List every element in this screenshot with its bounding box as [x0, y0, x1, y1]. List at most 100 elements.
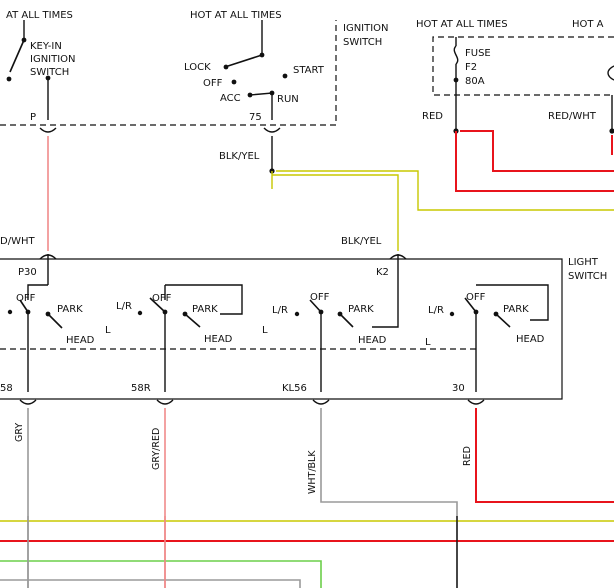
s1-left-dot	[7, 309, 13, 315]
light-switch-title-2: SWITCH	[568, 271, 607, 282]
pin-30-label: 30	[452, 383, 465, 394]
s2-park-label: PARK	[192, 304, 218, 315]
key-in-label-2: IGNITION	[30, 54, 76, 65]
s4-head-label: HEAD	[516, 334, 545, 345]
wire-label-gry: GRY	[14, 423, 25, 442]
fuse-hot-label-2: HOT A	[572, 19, 604, 30]
pin-kl56-label: KL56	[282, 383, 307, 394]
start-label: START	[293, 65, 325, 76]
s2-blade	[149, 297, 166, 313]
ignition-title: IGNITION	[343, 23, 389, 34]
s1-head-label: HEAD	[66, 335, 95, 346]
s4-off-label: OFF	[466, 292, 486, 303]
light-switch-block: LIGHT SWITCH P30 K2 OFF PARK HEAD OFF L/…	[0, 257, 607, 400]
s1-head-blade	[47, 313, 63, 329]
s4-lr-label: L/R	[428, 305, 444, 316]
wire-label-red-wht-left: D/WHT	[0, 236, 35, 247]
wire-label-blk-yel-2: BLK/YEL	[341, 236, 382, 247]
fuse-hot-label: HOT AT ALL TIMES	[416, 19, 508, 30]
ignition-dashed-frame	[0, 20, 337, 126]
s3-off-label: OFF	[310, 292, 330, 303]
wire-label-gry-red: GRY/RED	[151, 428, 162, 470]
fuse-number: F2	[465, 62, 477, 73]
wire-label-wht-blk: WHT/BLK	[307, 450, 318, 494]
s1-feed	[27, 284, 48, 300]
s2-park-bus	[165, 284, 243, 315]
ign-run-wire	[249, 92, 273, 120]
connector-75	[263, 127, 281, 133]
fuse-symbol-2	[607, 65, 614, 81]
s1-park-label: PARK	[57, 304, 83, 315]
s2-lr-dot	[137, 310, 143, 316]
s3-lr-label: L/R	[272, 305, 288, 316]
wire-green	[0, 560, 322, 588]
pin-75-label: 75	[249, 112, 262, 123]
pin-58r-label: 58R	[131, 383, 151, 394]
pin-p-label: P	[30, 112, 36, 123]
wire-gray-bottom	[0, 579, 301, 588]
connector-p	[39, 127, 57, 133]
s4-blade	[464, 297, 477, 313]
ignition-contact	[227, 54, 263, 67]
s4-park-bus	[476, 284, 549, 321]
key-in-label-3: SWITCH	[30, 67, 69, 78]
key-in-dot-3	[45, 75, 51, 81]
fuse-symbol	[453, 45, 459, 65]
ign-dot-off	[231, 79, 237, 85]
ignition-title-2: SWITCH	[343, 37, 382, 48]
fuse-amps: 80A	[465, 76, 485, 87]
light-switch-frame	[0, 258, 563, 400]
s2-head-blade	[184, 313, 201, 328]
ignition-switch-block: KEY-IN IGNITION SWITCH IGNITION SWITCH L…	[0, 20, 389, 126]
s4-lr-dot	[449, 311, 455, 317]
connector-kl56	[312, 399, 330, 405]
connector-58r	[156, 399, 174, 405]
s3-park-label: PARK	[348, 304, 374, 315]
s1-blade	[19, 299, 29, 313]
wire-red-fuse	[455, 130, 614, 192]
s3-blade	[309, 299, 322, 313]
pin-58-label: 58	[0, 383, 13, 394]
fuse-dot	[453, 77, 459, 83]
hot-label-left: AT ALL TIMES	[6, 10, 73, 21]
s3-head-blade	[339, 313, 354, 328]
wire-label-blk-yel-1: BLK/YEL	[219, 151, 260, 162]
s3-l-label: L	[262, 325, 268, 336]
s3-lr-dot	[294, 311, 300, 317]
s4-l-label: L	[425, 337, 431, 348]
key-in-dot	[21, 37, 27, 43]
s2-head-label: HEAD	[204, 334, 233, 345]
acc-label: ACC	[220, 93, 241, 104]
key-in-dot-2	[6, 76, 12, 82]
s2-l-label: L	[105, 325, 111, 336]
lock-label: LOCK	[184, 62, 211, 73]
pin-k2-label: K2	[376, 267, 389, 278]
light-switch-title: LIGHT	[568, 257, 599, 268]
fuse-dashed-frame	[432, 36, 614, 96]
off-label: OFF	[203, 78, 223, 89]
k2-drop	[372, 262, 399, 328]
wire-red-30	[475, 408, 614, 503]
connector-30	[467, 399, 485, 405]
s4-park-label: PARK	[503, 304, 529, 315]
wire-yellow-upper	[271, 170, 614, 211]
s2-lr-label: L/R	[116, 301, 132, 312]
wire-wht-blk	[320, 408, 458, 588]
fuse-box: HOT AT ALL TIMES HOT A FUSE F2 80A	[416, 19, 614, 96]
s4-head-blade	[495, 313, 511, 328]
run-label: RUN	[277, 94, 299, 105]
key-in-contact	[9, 39, 25, 73]
wire-label-red: RED	[422, 111, 443, 122]
s1-off-label: OFF	[16, 293, 36, 304]
pin-p30-label: P30	[18, 267, 37, 278]
hot-label-mid: HOT AT ALL TIMES	[190, 10, 282, 21]
connector-58	[19, 399, 37, 405]
red-wht-splice	[609, 128, 614, 134]
fuse-label: FUSE	[465, 48, 491, 59]
ign-dot-pivot	[259, 52, 265, 58]
ign-dot-start	[282, 73, 288, 79]
wire-yellow-k2	[272, 174, 399, 251]
s3-head-label: HEAD	[358, 335, 387, 346]
